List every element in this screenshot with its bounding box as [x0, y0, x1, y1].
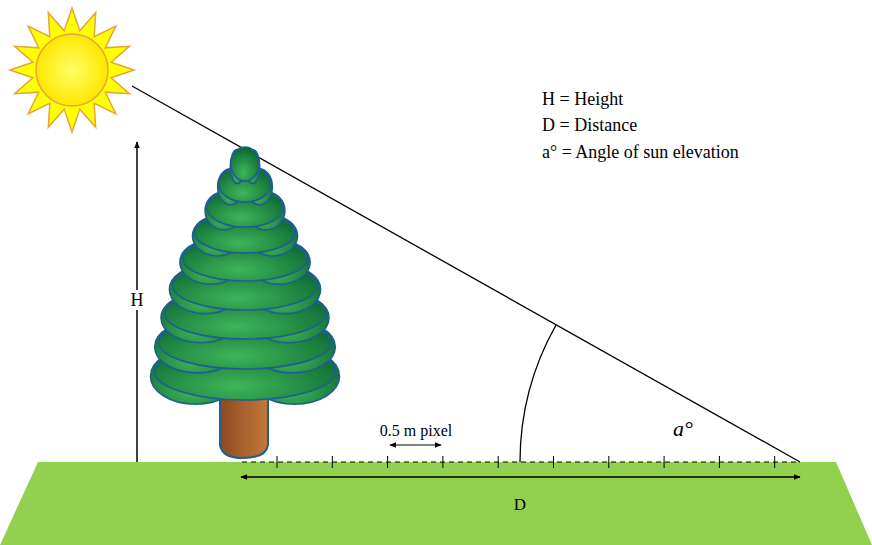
tick-mark — [774, 456, 775, 468]
tree-trunk — [220, 395, 268, 458]
tick-mark — [664, 456, 665, 468]
tick-mark — [442, 456, 443, 468]
pixel-ticks — [277, 456, 775, 468]
dimension-label: H — [129, 290, 146, 311]
key-text: H = Height — [540, 89, 625, 110]
angle-label: a° — [671, 416, 695, 441]
shadow-line — [242, 461, 800, 462]
sun — [10, 8, 134, 132]
tick-mark — [332, 456, 333, 468]
angle-arc — [520, 325, 556, 462]
sun-rays — [10, 8, 134, 132]
dimension-label: D — [512, 495, 528, 515]
key-text: a° = Angle of sun elevation — [540, 142, 741, 163]
pixel-arrow — [390, 445, 441, 446]
tick-mark — [608, 456, 609, 468]
tick-mark — [498, 456, 499, 468]
tick-mark — [387, 456, 388, 468]
foliage-tier — [230, 147, 259, 184]
scale-label: 0.5 m pixel — [378, 422, 454, 440]
ground — [0, 462, 872, 545]
tick-mark — [553, 456, 554, 468]
tick-mark — [277, 456, 278, 468]
sun-disc — [36, 34, 108, 106]
tree-foliage — [151, 147, 340, 404]
key-text: D = Distance — [540, 115, 639, 136]
foliage-lobe — [231, 147, 259, 181]
distance-arrow — [241, 476, 800, 477]
tick-mark — [719, 456, 720, 468]
sun-ray — [132, 86, 800, 462]
